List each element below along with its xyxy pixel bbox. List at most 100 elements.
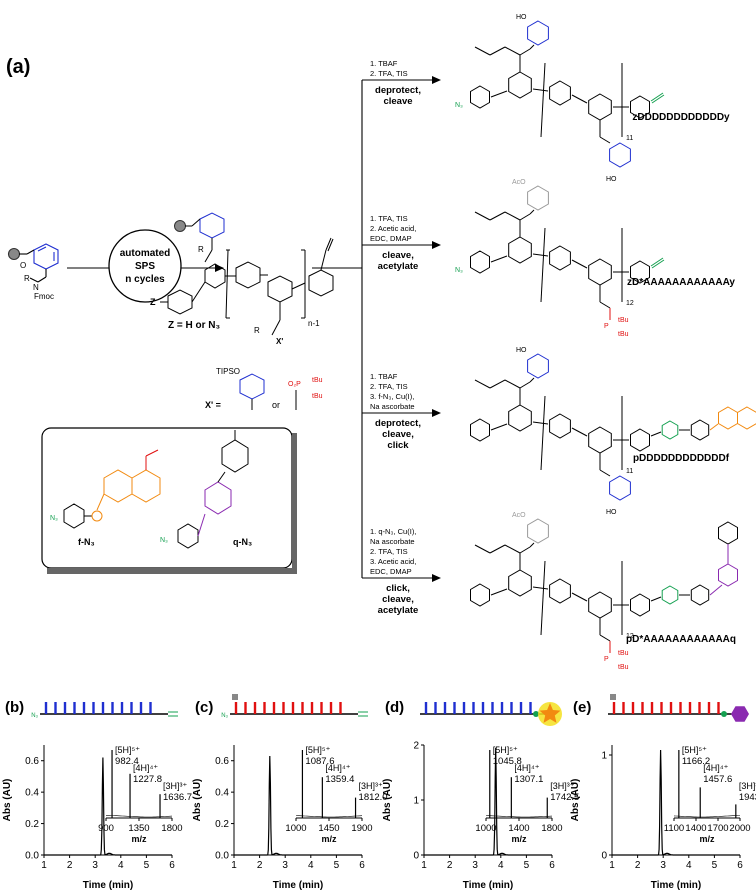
reagent-box: N₃ f-N₃ N₃ q-N₃ xyxy=(41,427,297,574)
panel-label: (b) xyxy=(5,699,24,716)
ion-label: [3H]³⁺ xyxy=(739,781,756,791)
x-tick-label: 1 xyxy=(421,860,427,871)
bottom-aryl-ring xyxy=(609,475,631,501)
product-4-name: pD*AAAAAAAAAAAAq xyxy=(626,634,736,645)
route-1-condition: 2. TFA, TIS xyxy=(370,69,408,78)
ion-label: [4H]⁴⁺ xyxy=(133,763,158,773)
route-3-condition: 2. TFA, TIS xyxy=(370,382,408,391)
tbu-label: tBu xyxy=(618,664,629,671)
route-2-step: acetylate xyxy=(378,261,419,272)
x-tick-label: 4 xyxy=(686,860,692,871)
bond xyxy=(474,46,491,56)
x-axis-label: Time (min) xyxy=(83,880,133,891)
strand-azide-label: N₃ xyxy=(221,713,228,719)
route-4-step: click, xyxy=(386,583,410,594)
y-tick-label: 0.4 xyxy=(215,788,229,799)
x-tick-label: 3 xyxy=(92,860,98,871)
x-tick-label: 2 xyxy=(67,860,73,871)
repeat-count: 12 xyxy=(626,300,634,307)
inset-x-tick-label: 1400 xyxy=(508,823,529,834)
piperidine-ring xyxy=(690,419,710,441)
f-n3-azide: N₃ xyxy=(50,515,58,522)
piperazine-ring xyxy=(549,413,571,439)
inset-x-label: m/z xyxy=(131,834,147,844)
inset-x-tick-label: 1450 xyxy=(318,823,339,834)
route-4-step: cleave, xyxy=(382,594,414,605)
resin-start-structure xyxy=(7,243,59,283)
top-aryl-ring xyxy=(527,518,549,544)
start-r-label: R xyxy=(24,274,30,283)
x-tick-label: 5 xyxy=(334,860,340,871)
repeat-count: 12 xyxy=(626,633,634,640)
inset-x-tick-label: 1900 xyxy=(351,823,372,834)
quencher-hexagon-icon xyxy=(731,706,749,722)
dansyl-ring xyxy=(737,406,756,430)
triazine-ring xyxy=(508,404,532,432)
hydroxyl-label: HO xyxy=(516,14,527,21)
acetoxy-label: AcO xyxy=(512,179,526,186)
x-tick-label: 5 xyxy=(144,860,150,871)
ion-label: [5H]⁵⁺ xyxy=(305,745,330,755)
strand-schematic: N₃ xyxy=(31,702,178,719)
route-1-step: deprotect, xyxy=(375,85,421,96)
bond xyxy=(490,255,508,263)
bond xyxy=(529,209,535,215)
x-tick-label: 3 xyxy=(472,860,478,871)
ion-mz-value: 1045.8 xyxy=(493,756,522,767)
bond xyxy=(529,542,535,548)
bottom-aryl-ring xyxy=(609,142,631,168)
triazine-ring xyxy=(588,591,612,619)
ms-baseline xyxy=(485,815,553,818)
x-axis-label: Time (min) xyxy=(273,880,323,891)
piperidine-ring xyxy=(690,584,710,606)
hydroxyl-label: HO xyxy=(606,509,617,516)
acetoxy-label: AcO xyxy=(512,512,526,519)
panel-a-label: (a) xyxy=(6,56,30,78)
bond xyxy=(504,379,521,389)
piperazine-ring xyxy=(549,245,571,271)
top-aryl-ring xyxy=(527,20,549,46)
strand-azide-label: N₃ xyxy=(31,713,38,719)
x-def-label: X' = xyxy=(205,400,221,410)
ion-label: [5H]⁵⁺ xyxy=(682,745,707,755)
inset-x-tick-label: 1000 xyxy=(475,823,496,834)
bond xyxy=(490,423,508,431)
start-n-label: N xyxy=(33,283,39,292)
oligomer-x-prime: X' xyxy=(276,337,283,346)
dansyl-ring xyxy=(718,406,738,430)
y-axis-label: Abs (AU) xyxy=(192,779,203,822)
y-tick-label: 0 xyxy=(601,851,607,862)
bond xyxy=(532,421,549,425)
piperidine-ring xyxy=(630,593,650,617)
product-1-name: zDDDDDDDDDDDDy xyxy=(632,112,730,123)
x-tick-label: 6 xyxy=(169,860,175,871)
ion-mz-value: 982.4 xyxy=(115,756,139,767)
x-tick-label: 2 xyxy=(635,860,641,871)
y-tick-label: 0.2 xyxy=(25,819,39,830)
route-4-condition: 1. q-N₃, Cu(I), xyxy=(370,527,416,536)
triazole-ring xyxy=(661,585,679,605)
x-prime-aryl xyxy=(239,373,265,410)
acetyl-cap-icon xyxy=(610,694,616,700)
oligomer-n-minus-1: n-1 xyxy=(308,319,320,328)
ion-label: [3H]³⁺ xyxy=(550,781,575,791)
y-tick-label: 1 xyxy=(601,751,607,762)
bond xyxy=(504,211,521,221)
q-n3-label: q-N₃ xyxy=(233,537,252,547)
o2p-label: O₂P xyxy=(288,381,301,388)
bond xyxy=(474,544,491,554)
inset-x-label: m/z xyxy=(321,834,337,844)
route-3-condition: 3. f-N₃, Cu(I), xyxy=(370,392,414,401)
triazine-ring xyxy=(588,426,612,454)
bond xyxy=(529,44,535,50)
bond xyxy=(599,301,611,309)
alkyne xyxy=(651,259,665,269)
piperidine-ring xyxy=(470,250,490,274)
